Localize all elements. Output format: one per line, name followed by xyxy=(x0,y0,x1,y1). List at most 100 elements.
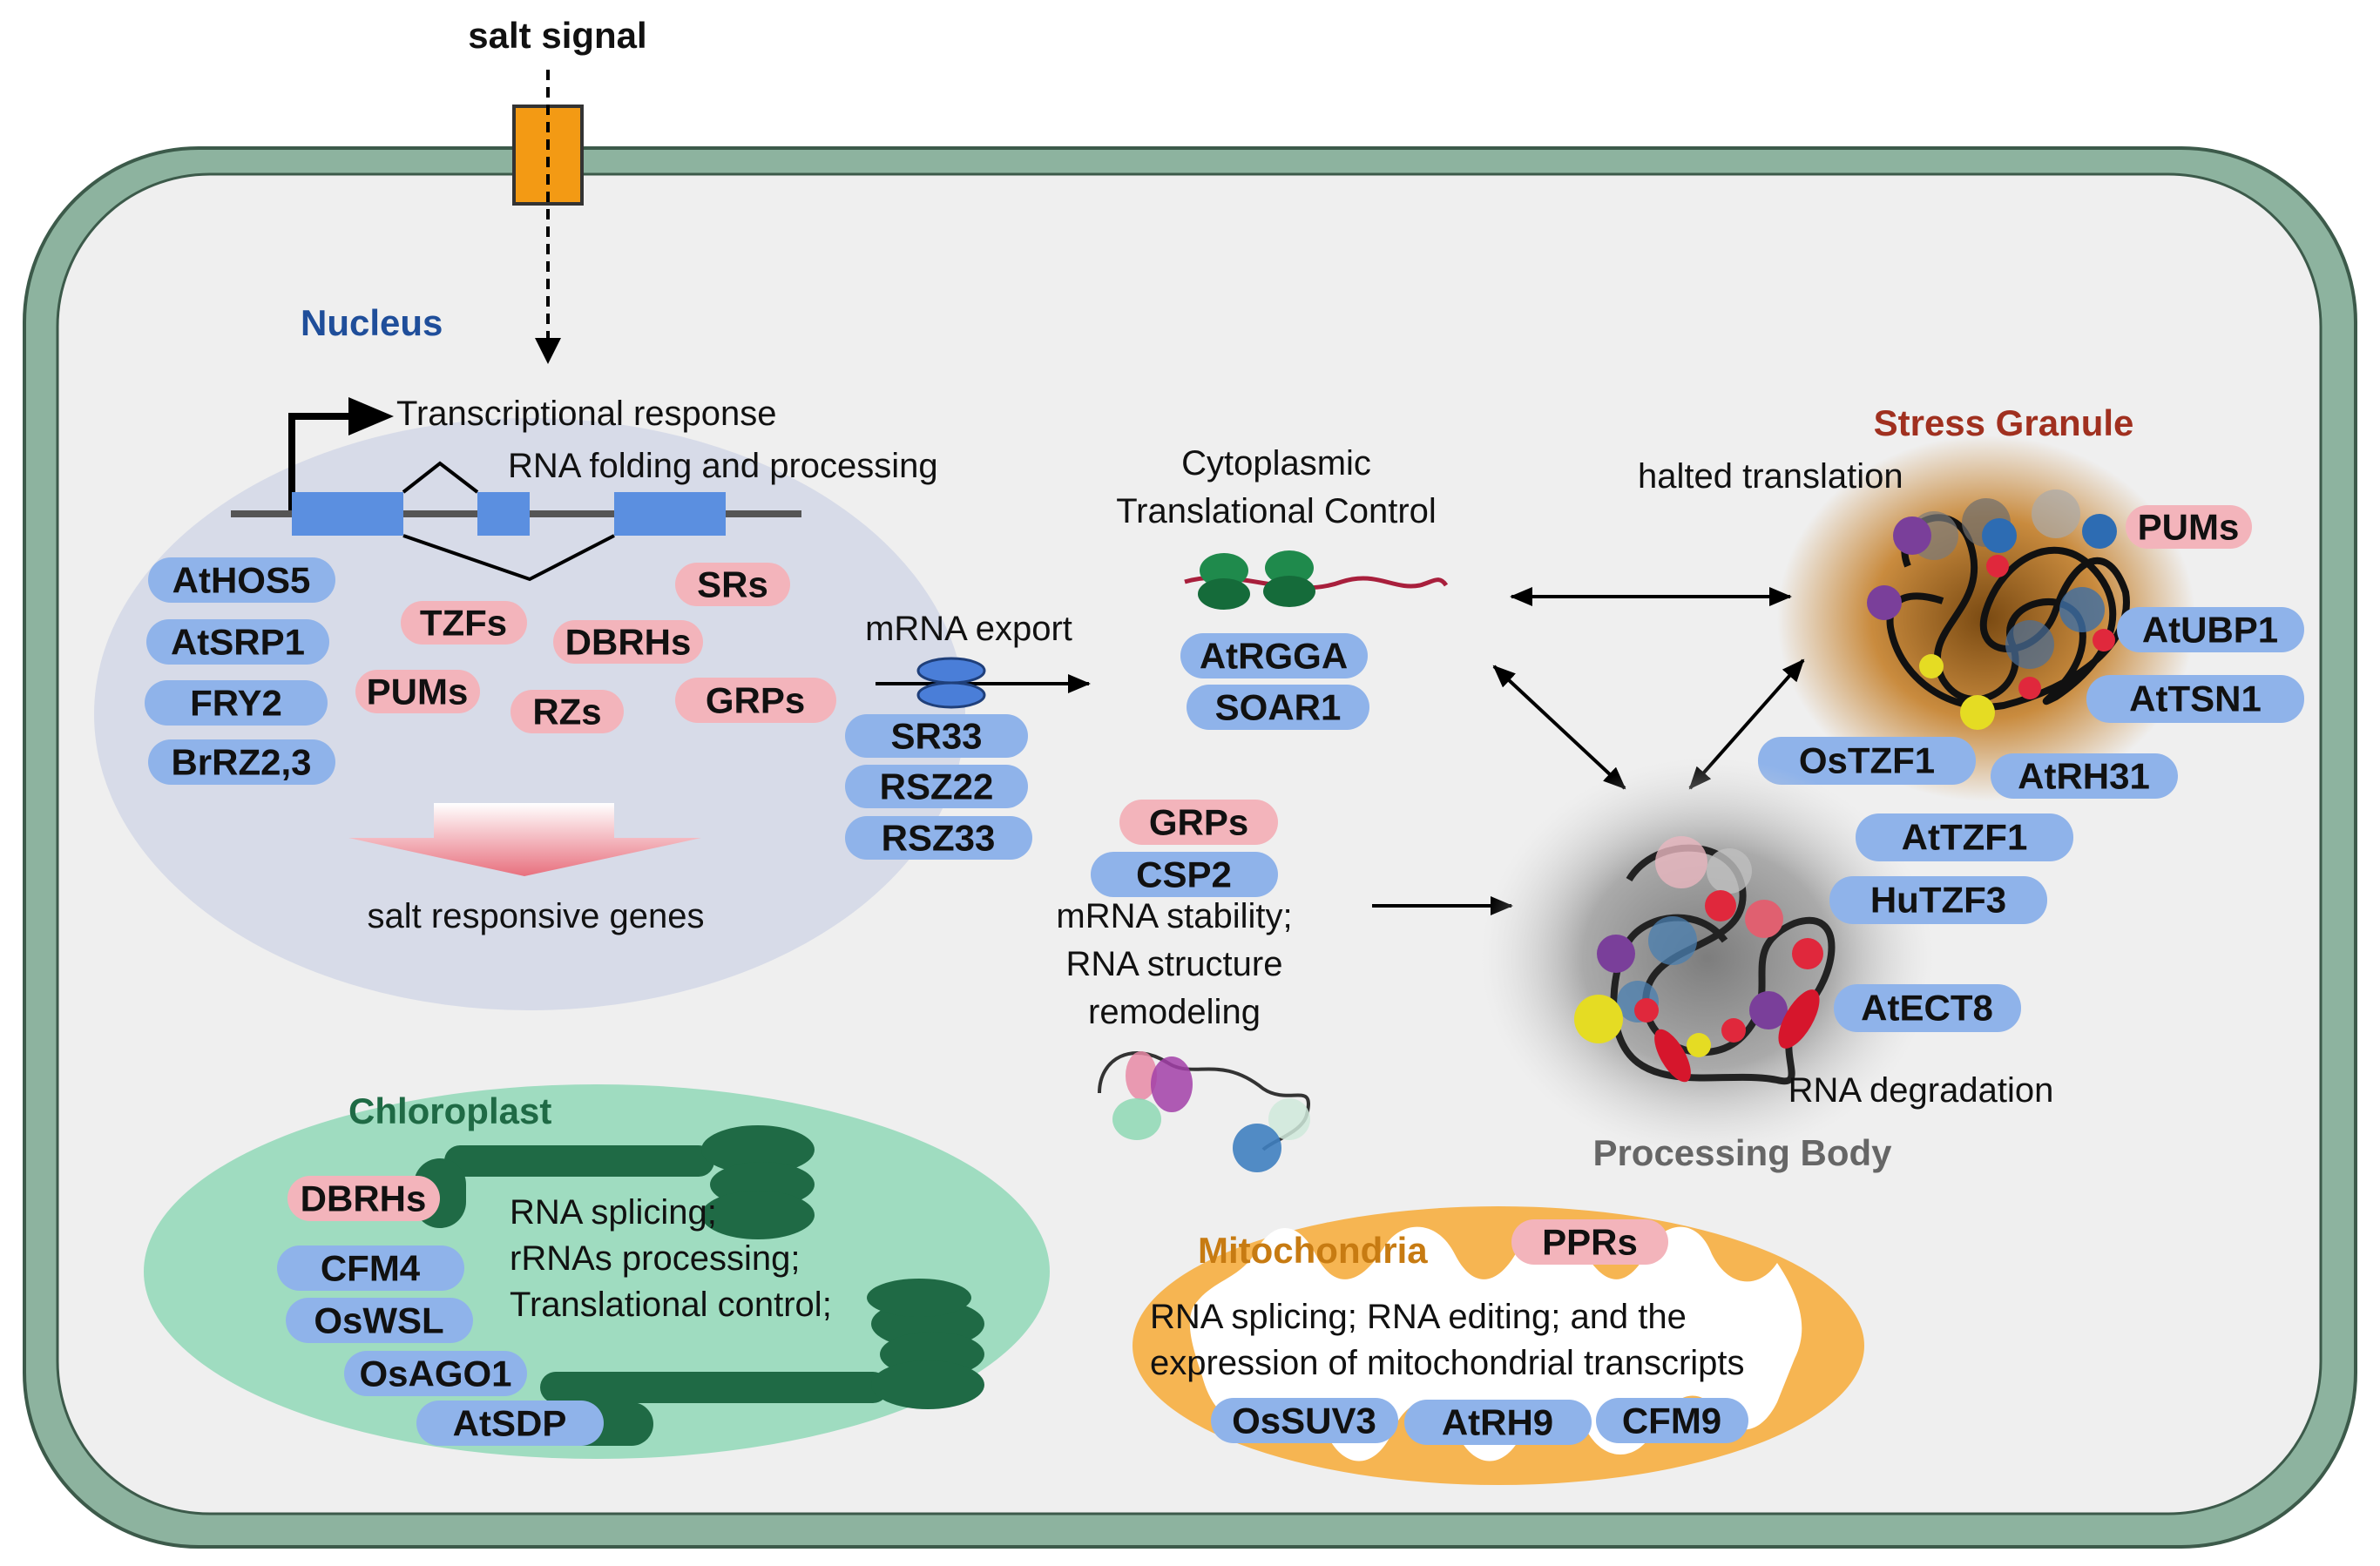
pill-dbrhs-chloroplast: DBRHs xyxy=(287,1176,440,1221)
pill-label: RSZ33 xyxy=(882,818,996,859)
pill-atrh9: AtRH9 xyxy=(1404,1400,1592,1445)
exon-2 xyxy=(477,492,530,536)
pill-label: RSZ22 xyxy=(880,766,994,807)
pill-label: DBRHs xyxy=(565,622,692,663)
stability-line1: mRNA stability; xyxy=(1056,897,1292,935)
pill-atsrp1: AtSRP1 xyxy=(146,619,329,665)
pill-label: OsAGO1 xyxy=(359,1353,511,1394)
pill-label: AtTZF1 xyxy=(1902,817,2028,858)
nucleus-title: Nucleus xyxy=(301,302,443,343)
mitochondria-line1: RNA splicing; RNA editing; and the xyxy=(1150,1298,1687,1336)
mitochondria-line2: expression of mitochondrial transcripts xyxy=(1150,1344,1745,1382)
pill-label: AtHOS5 xyxy=(172,560,311,601)
salt-responsive-genes-text: salt responsive genes xyxy=(368,897,705,935)
pill-label: OsWSL xyxy=(314,1300,443,1341)
processing-body xyxy=(1481,758,1934,1158)
pill-brrz23: BrRZ2,3 xyxy=(148,739,335,785)
exon-3 xyxy=(614,492,726,536)
pill-soar1: SOAR1 xyxy=(1187,685,1369,730)
pill-label: BrRZ2,3 xyxy=(171,742,311,783)
splice-junction-top xyxy=(402,461,479,494)
transcription-arrowhead xyxy=(348,397,394,435)
transcriptional-response-text: Transcriptional response xyxy=(396,395,777,433)
pill-cfm9: CFM9 xyxy=(1596,1398,1748,1443)
pill-attsn1: AtTSN1 xyxy=(2086,675,2304,723)
pill-pums-sg: PUMs xyxy=(2126,505,2252,549)
pill-hutzf3: HuTZF3 xyxy=(1829,876,2047,924)
pill-label: GRPs xyxy=(706,680,805,721)
pill-label: GRPs xyxy=(1149,802,1248,843)
pill-label: AtUBP1 xyxy=(2142,610,2278,651)
pill-label: RZs xyxy=(532,692,601,732)
processing-body-rna-tangle xyxy=(1574,836,1836,1085)
stress-granule-title: Stress Granule xyxy=(1874,402,2134,443)
rna-degradation-text: RNA degradation xyxy=(1788,1071,2054,1110)
pill-rsz33: RSZ33 xyxy=(845,816,1032,860)
pill-oswsl: OsWSL xyxy=(286,1298,473,1343)
pill-label: SOAR1 xyxy=(1215,687,1342,728)
pill-label: CSP2 xyxy=(1136,854,1232,895)
pill-atect8: AtECT8 xyxy=(1834,984,2021,1032)
pill-srs: SRs xyxy=(675,563,790,606)
chloroplast-line2: rRNAs processing; xyxy=(510,1239,800,1278)
pill-grps-nucleus: GRPs xyxy=(675,678,836,723)
pill-label: AtRGGA xyxy=(1200,636,1348,677)
pill-label: AtSRP1 xyxy=(171,622,305,663)
signal-arrowhead xyxy=(535,338,561,364)
thylakoid-stack-upper xyxy=(414,1125,815,1239)
nuclear-pore-top xyxy=(916,657,986,685)
mrna-export-text: mRNA export xyxy=(865,610,1072,648)
pill-label: AtRH9 xyxy=(1442,1402,1553,1443)
pill-tzfs: TZFs xyxy=(401,601,527,645)
pill-osago1: OsAGO1 xyxy=(344,1351,527,1396)
exon-1 xyxy=(292,492,403,536)
pill-pprs: PPRs xyxy=(1511,1219,1668,1265)
pill-label: CFM9 xyxy=(1622,1401,1721,1441)
stability-line2: RNA structure xyxy=(1066,945,1283,983)
pill-label: SRs xyxy=(697,564,768,605)
pill-grps-stability: GRPs xyxy=(1119,800,1278,845)
pill-cfm4: CFM4 xyxy=(277,1245,464,1291)
pill-rzs: RZs xyxy=(510,690,624,733)
pill-dbrhs-nucleus: DBRHs xyxy=(553,620,703,664)
pill-label: SR33 xyxy=(890,716,982,757)
nuclear-pore-bottom xyxy=(916,681,986,709)
pill-sr33: SR33 xyxy=(845,714,1028,758)
pill-label: AtSDP xyxy=(453,1403,567,1444)
pill-label: PPRs xyxy=(1542,1222,1638,1263)
pill-label: AtRH31 xyxy=(2018,756,2150,797)
pill-label: OsTZF1 xyxy=(1799,740,1935,781)
chloroplast-title: Chloroplast xyxy=(348,1090,551,1131)
cytoplasmic-title-line1: Cytoplasmic xyxy=(1181,444,1371,483)
pill-atubp1: AtUBP1 xyxy=(2117,607,2304,652)
halted-translation-text: halted translation xyxy=(1638,457,1903,496)
pill-label: AtECT8 xyxy=(1861,988,1993,1029)
mitochondria-title: Mitochondria xyxy=(1198,1230,1428,1271)
membrane-channel xyxy=(512,105,584,206)
pill-attzf1: AtTZF1 xyxy=(1856,813,2073,861)
pill-ostzf1: OsTZF1 xyxy=(1758,737,1976,785)
pill-label: HuTZF3 xyxy=(1870,880,2006,921)
pill-fry2: FRY2 xyxy=(145,680,328,726)
salt-signal-label: salt signal xyxy=(468,15,646,56)
pill-atrgga: AtRGGA xyxy=(1180,633,1368,678)
pill-label: OsSUV3 xyxy=(1232,1401,1376,1441)
salt-responsive-arrow xyxy=(348,803,701,876)
pill-label: PUMs xyxy=(2138,507,2240,548)
processing-body-title: Processing Body xyxy=(1592,1132,1892,1173)
pill-label: CFM4 xyxy=(321,1248,421,1289)
pill-csp2: CSP2 xyxy=(1091,852,1278,897)
arrow-translation-to-pbody xyxy=(1492,665,1626,790)
pill-label: TZFs xyxy=(420,603,507,644)
pill-label: AtTSN1 xyxy=(2129,678,2262,719)
splice-junction-bottom xyxy=(402,534,615,582)
pill-ossuv3: OsSUV3 xyxy=(1211,1398,1398,1443)
transcription-start-arrow xyxy=(288,413,353,514)
pill-pums-nucleus: PUMs xyxy=(355,670,480,713)
cytoplasmic-title-line2: Translational Control xyxy=(1116,492,1437,530)
pill-atrh31: AtRH31 xyxy=(1991,753,2178,799)
pill-label: FRY2 xyxy=(190,683,282,724)
pill-atsdp: AtSDP xyxy=(416,1401,604,1446)
chloroplast-line3: Translational control; xyxy=(510,1286,832,1324)
